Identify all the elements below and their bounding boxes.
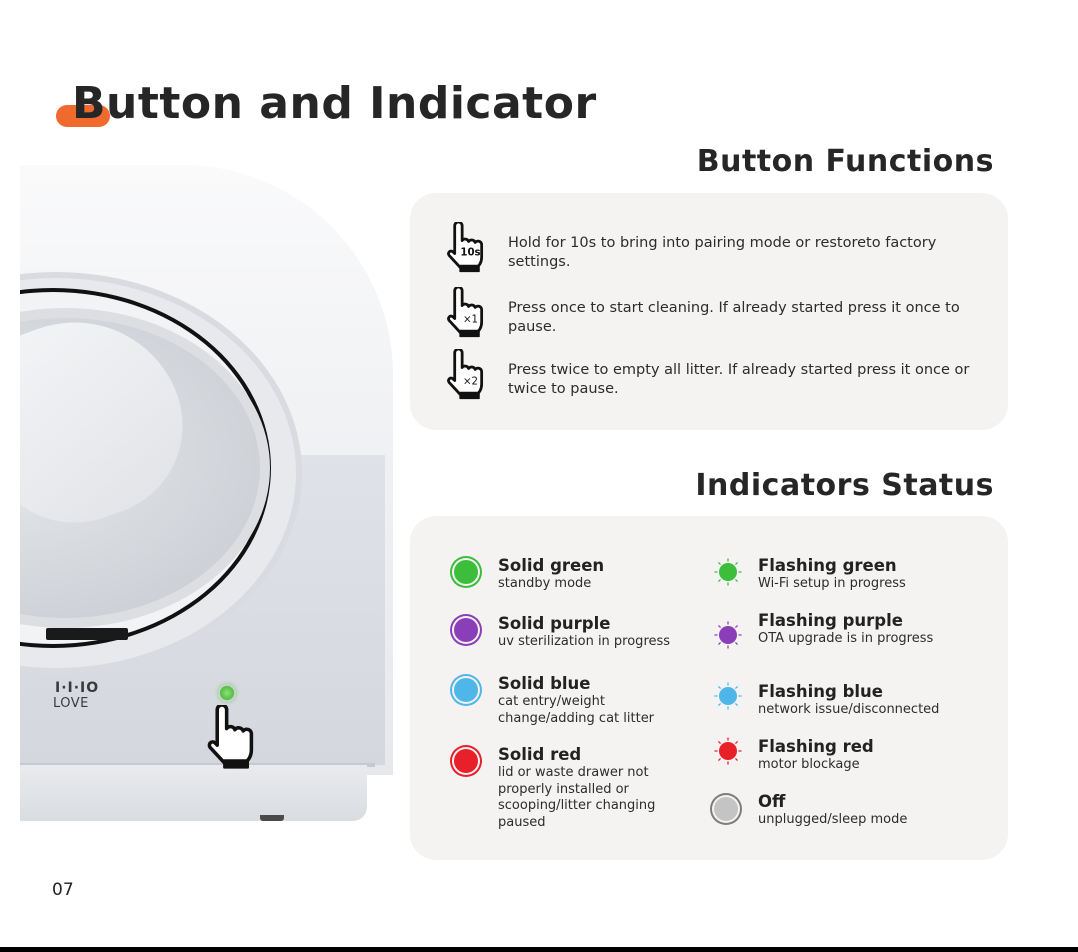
indicator-title: Solid blue <box>498 674 591 693</box>
button-function-text: Press once to start cleaning. If already… <box>508 300 960 335</box>
button-function-text: Hold for 10s to bring into pairing mode … <box>508 235 937 270</box>
device-logo-text: LOVE <box>53 696 89 711</box>
indicator-title: Solid red <box>498 745 582 764</box>
solid-purple-dot-icon <box>454 618 478 642</box>
device-foot <box>260 815 284 821</box>
solid-green-dot-icon <box>454 560 478 584</box>
flashing-blue-dot-icon <box>714 682 742 710</box>
svg-text:×1: ×1 <box>463 314 478 325</box>
indicator-title: Solid purple <box>498 614 611 633</box>
indicator-desc: motor blockage <box>758 757 860 772</box>
litter-box-illustration: I·I·IO LOVE <box>20 0 400 952</box>
indicator-desc: OTA upgrade is in progress <box>758 631 934 646</box>
device-base <box>20 765 367 821</box>
indicator-desc: Wi-Fi setup in progress <box>758 576 906 591</box>
svg-text:10s: 10s <box>460 247 480 258</box>
hand-hold-10s-icon: 10s <box>447 222 484 273</box>
device-logo-mark: I·I·IO <box>55 680 100 696</box>
button-functions-panel: 10s Hold for 10s to bring into pairing m… <box>410 193 1008 430</box>
title-accent-pill <box>56 105 110 127</box>
indicator-title: Off <box>758 792 786 811</box>
indicator-title: Flashing green <box>758 556 897 575</box>
indicator-title: Solid green <box>498 556 605 575</box>
indicator-desc: standby mode <box>498 576 592 591</box>
button-functions-heading: Button Functions <box>696 144 994 179</box>
bottom-rule <box>0 947 1078 952</box>
pointing-hand-icon <box>207 705 254 769</box>
solid-red-dot-icon <box>454 749 478 773</box>
indicator-title: Flashing red <box>758 737 874 756</box>
button-function-text: Press twice to empty all litter. If alre… <box>508 362 970 397</box>
flashing-green-dot-icon <box>714 558 742 586</box>
indicator-title: Flashing blue <box>758 682 883 701</box>
hand-press-twice-icon: ×2 <box>447 349 484 400</box>
indicator-title: Flashing purple <box>758 611 903 630</box>
off-dot-icon <box>714 797 738 821</box>
indicator-desc: network issue/disconnected <box>758 702 940 717</box>
device-led-indicator[interactable] <box>218 684 236 702</box>
drawer-slot <box>46 628 128 640</box>
indicators-status-panel: Solid green standby mode Solid purple uv… <box>410 516 1008 860</box>
indicator-desc: unplugged/sleep mode <box>758 812 908 827</box>
indicator-desc: uv sterilization in progress <box>498 634 671 649</box>
svg-text:×2: ×2 <box>463 376 478 387</box>
flashing-red-dot-icon <box>714 737 742 765</box>
page-number: 07 <box>52 880 74 900</box>
indicator-desc: cat entry/weight change/adding cat litte… <box>498 694 655 726</box>
page-title: Button and Indicator <box>72 78 597 129</box>
hand-press-once-icon: ×1 <box>447 287 484 338</box>
indicators-status-heading: Indicators Status <box>695 468 994 503</box>
solid-blue-dot-icon <box>454 678 478 702</box>
flashing-purple-dot-icon <box>714 621 742 649</box>
indicator-desc: lid or waste drawer not properly install… <box>498 765 656 830</box>
